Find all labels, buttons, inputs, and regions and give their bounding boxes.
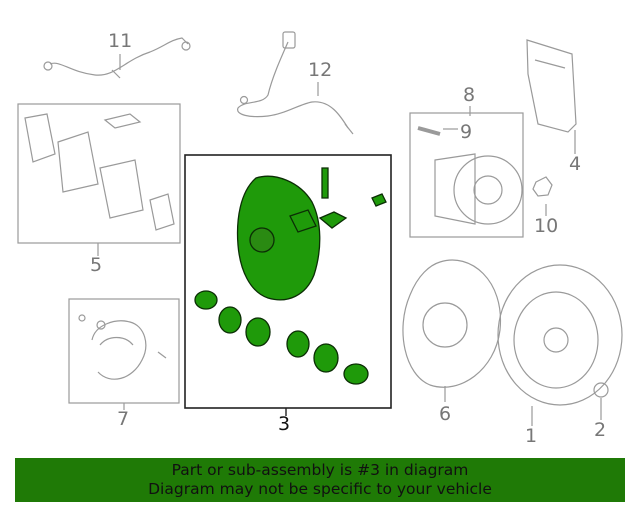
banner-line-1: Part or sub-assembly is #3 in diagram [171, 461, 469, 479]
hub-bearing-box [409, 112, 524, 238]
parking-shoes-7 [78, 314, 167, 380]
callout-9[interactable]: 9 [460, 121, 473, 143]
callout-10[interactable]: 10 [534, 215, 559, 237]
parking-shoe-box [68, 298, 180, 404]
abs-wire-11 [43, 37, 191, 79]
info-banner: Part or sub-assembly is #3 in diagram Di… [15, 458, 625, 502]
brake-rotor-1 [497, 264, 623, 406]
backing-plate-6 [402, 259, 502, 388]
lug-nut-2 [593, 382, 609, 398]
hub-nut-10 [532, 176, 553, 197]
callout-8[interactable]: 8 [463, 84, 476, 106]
banner-line-2: Diagram may not be specific to your vehi… [148, 480, 492, 498]
callout-1[interactable]: 1 [525, 425, 538, 447]
callout-4[interactable]: 4 [569, 153, 582, 175]
brake-pads-5 [24, 113, 175, 231]
callout-6[interactable]: 6 [439, 403, 452, 425]
caliper-assembly-box [184, 154, 392, 409]
callout-3[interactable]: 3 [278, 413, 291, 435]
callout-11[interactable]: 11 [108, 30, 133, 52]
brake-caliper-3 [194, 167, 387, 385]
callout-7[interactable]: 7 [117, 408, 130, 430]
callout-12[interactable]: 12 [308, 59, 333, 81]
callout-5[interactable]: 5 [90, 254, 103, 276]
hub-bearing-8 [417, 126, 523, 225]
abs-sensor-12 [237, 31, 354, 135]
dust-cover-4 [526, 39, 577, 133]
brake-pad-kit-box [17, 103, 181, 244]
callout-2[interactable]: 2 [594, 419, 607, 441]
